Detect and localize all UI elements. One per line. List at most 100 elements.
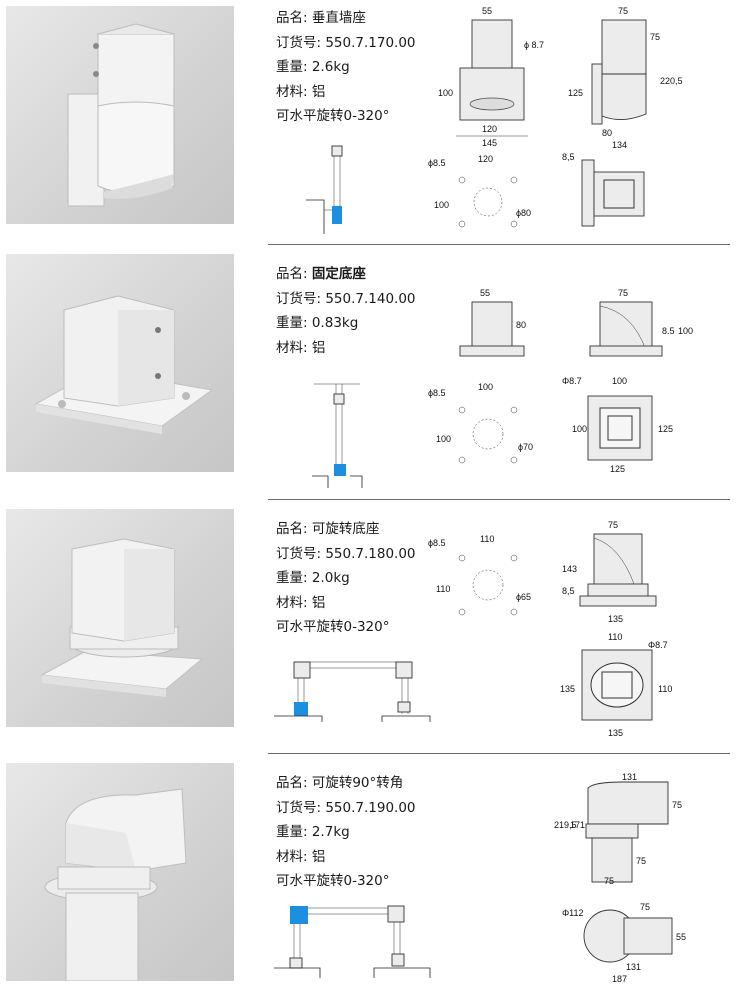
dim-text: 125 xyxy=(610,464,625,474)
product-photo-rotating-elbow xyxy=(6,763,234,981)
dim-text: 75 xyxy=(618,288,628,298)
dim-text: Φ8.7 xyxy=(648,640,668,650)
order-label: 订货号: xyxy=(276,545,326,562)
material-label: 材料: xyxy=(276,594,312,611)
dim-text: 135 xyxy=(560,684,575,694)
dim-text: ϕ8.5 xyxy=(428,158,446,168)
rotation-note: 可水平旋转0-320° xyxy=(276,619,390,635)
dim-text: 100 xyxy=(678,326,693,336)
dim-text: 110 xyxy=(480,534,494,544)
dim-text: ϕ65 xyxy=(516,592,531,602)
dim-text: 100 xyxy=(478,382,493,392)
dim-text: 75 xyxy=(672,800,682,810)
dim-text: Φ8.7 xyxy=(562,376,582,386)
dim-text: 80 xyxy=(602,128,612,138)
dim-text: ϕ8.5 xyxy=(428,388,446,398)
dim-text: 8.5 xyxy=(662,326,675,336)
material-value: 铝 xyxy=(311,339,326,356)
weight-label: 重量: xyxy=(276,824,312,840)
weight-value: 2.7kg xyxy=(311,824,350,840)
usage-diagram-3 xyxy=(274,652,434,726)
name-label: 品名: xyxy=(276,521,312,537)
dim-text: ϕ80 xyxy=(516,208,531,218)
dim-text: 75 xyxy=(604,876,614,886)
dim-text: 75 xyxy=(618,6,628,16)
product-specs-2: 品名: 固定底座 订货号: 550.7.140.00 重量: 0.83kg 材料… xyxy=(276,262,416,360)
product-specs-3: 品名: 可旋转底座 订货号: 550.7.180.00 重量: 2.0kg 材料… xyxy=(276,517,416,640)
order-number: 550.7.180.00 xyxy=(325,545,416,562)
dim-text: 135 xyxy=(608,614,623,624)
dim-text: 75 xyxy=(650,32,660,42)
top-view-2: Φ8.7 100 100 125 125 xyxy=(560,374,680,478)
top-view-4: Φ112 75 55 131 187 xyxy=(560,896,690,990)
usage-diagram-2 xyxy=(306,380,366,494)
dim-text: 80 xyxy=(516,320,526,330)
hole-plan-3: ϕ8.5 110 110 ϕ65 xyxy=(428,532,548,626)
dim-text: ϕ8.5 xyxy=(428,538,446,548)
weight-value: 2.6kg xyxy=(311,59,350,75)
material-label: 材料: xyxy=(276,83,312,100)
material-label: 材料: xyxy=(276,848,312,865)
name-label: 品名: xyxy=(276,775,312,791)
order-label: 订货号: xyxy=(276,34,326,51)
dim-text: ϕ70 xyxy=(518,442,533,452)
dim-text: 8,5 xyxy=(562,152,575,162)
dim-text: 220,5 xyxy=(660,76,683,86)
dim-text: 110 xyxy=(436,584,450,594)
dim-text: 100 xyxy=(572,424,587,434)
product-name: 垂直墙座 xyxy=(311,10,366,26)
side-view-3: 75 143 8,5 135 xyxy=(558,518,668,632)
dim-text: 125 xyxy=(658,424,673,434)
dim-text: 100 xyxy=(612,376,627,386)
weight-label: 重量: xyxy=(276,315,312,331)
dim-text: 55 xyxy=(482,6,492,16)
order-label: 订货号: xyxy=(276,799,326,816)
dim-text: 145 xyxy=(482,138,497,148)
material-value: 铝 xyxy=(311,83,326,100)
order-number: 550.7.170.00 xyxy=(325,34,416,51)
dim-text: 131 xyxy=(622,772,637,782)
rotation-note: 可水平旋转0-320° xyxy=(276,108,390,124)
product-specs-1: 品名: 垂直墙座 订货号: 550.7.170.00 重量: 2.6kg 材料:… xyxy=(276,6,416,129)
dim-text: 110 xyxy=(608,632,622,642)
dim-text: 8,5 xyxy=(562,586,575,596)
product-photo-rotating-base xyxy=(6,509,234,727)
side-view-4: 131 219,5 171 75 75 75 xyxy=(552,768,692,890)
dim-text: 131 xyxy=(626,962,641,972)
side-view-2: 75 8.5 100 xyxy=(584,286,694,370)
side-view-1: 75 75 220,5 125 80 134 xyxy=(562,4,683,158)
order-number: 550.7.190.00 xyxy=(325,799,416,816)
order-label: 订货号: xyxy=(276,290,326,307)
dim-text: 75 xyxy=(640,902,650,912)
usage-diagram-4 xyxy=(274,898,434,984)
product-specs-4: 品名: 可旋转90°转角 订货号: 550.7.190.00 重量: 2.7kg… xyxy=(276,771,416,894)
top-view-1: 8,5 xyxy=(560,150,650,234)
product-name: 可旋转底座 xyxy=(311,521,380,537)
order-number: 550.7.140.00 xyxy=(325,290,416,307)
dim-text: 100 xyxy=(438,88,453,98)
dim-text: 110 xyxy=(658,684,672,694)
top-view-3: 110 Φ8.7 135 110 135 xyxy=(552,630,682,746)
dim-text: 134 xyxy=(612,140,627,150)
material-value: 铝 xyxy=(311,848,326,865)
front-view-1: 55 ϕ 8.7 100 120 145 xyxy=(434,4,544,158)
name-label: 品名: xyxy=(276,266,312,282)
front-view-2: 55 80 xyxy=(446,286,536,370)
section-divider xyxy=(268,244,730,245)
dim-text: 135 xyxy=(608,728,623,738)
dim-text: 143 xyxy=(562,564,577,574)
material-value: 铝 xyxy=(311,594,326,611)
weight-label: 重量: xyxy=(276,59,312,75)
dim-text: ϕ 8.7 xyxy=(524,40,544,50)
name-label: 品名: xyxy=(276,10,312,26)
product-photo-fixed-base xyxy=(6,254,234,472)
dim-text: 100 xyxy=(434,200,449,210)
hole-plan-2: ϕ8.5 100 100 ϕ70 xyxy=(428,380,548,474)
hole-plan-1: ϕ8.5 120 100 ϕ80 xyxy=(428,152,548,242)
rotation-note: 可水平旋转0-320° xyxy=(276,873,390,889)
dim-text: 75 xyxy=(608,520,618,530)
section-divider xyxy=(268,499,730,500)
dim-text: 171 xyxy=(570,820,585,830)
dim-text: 120 xyxy=(478,154,493,164)
product-photo-wall-mount xyxy=(6,6,234,224)
